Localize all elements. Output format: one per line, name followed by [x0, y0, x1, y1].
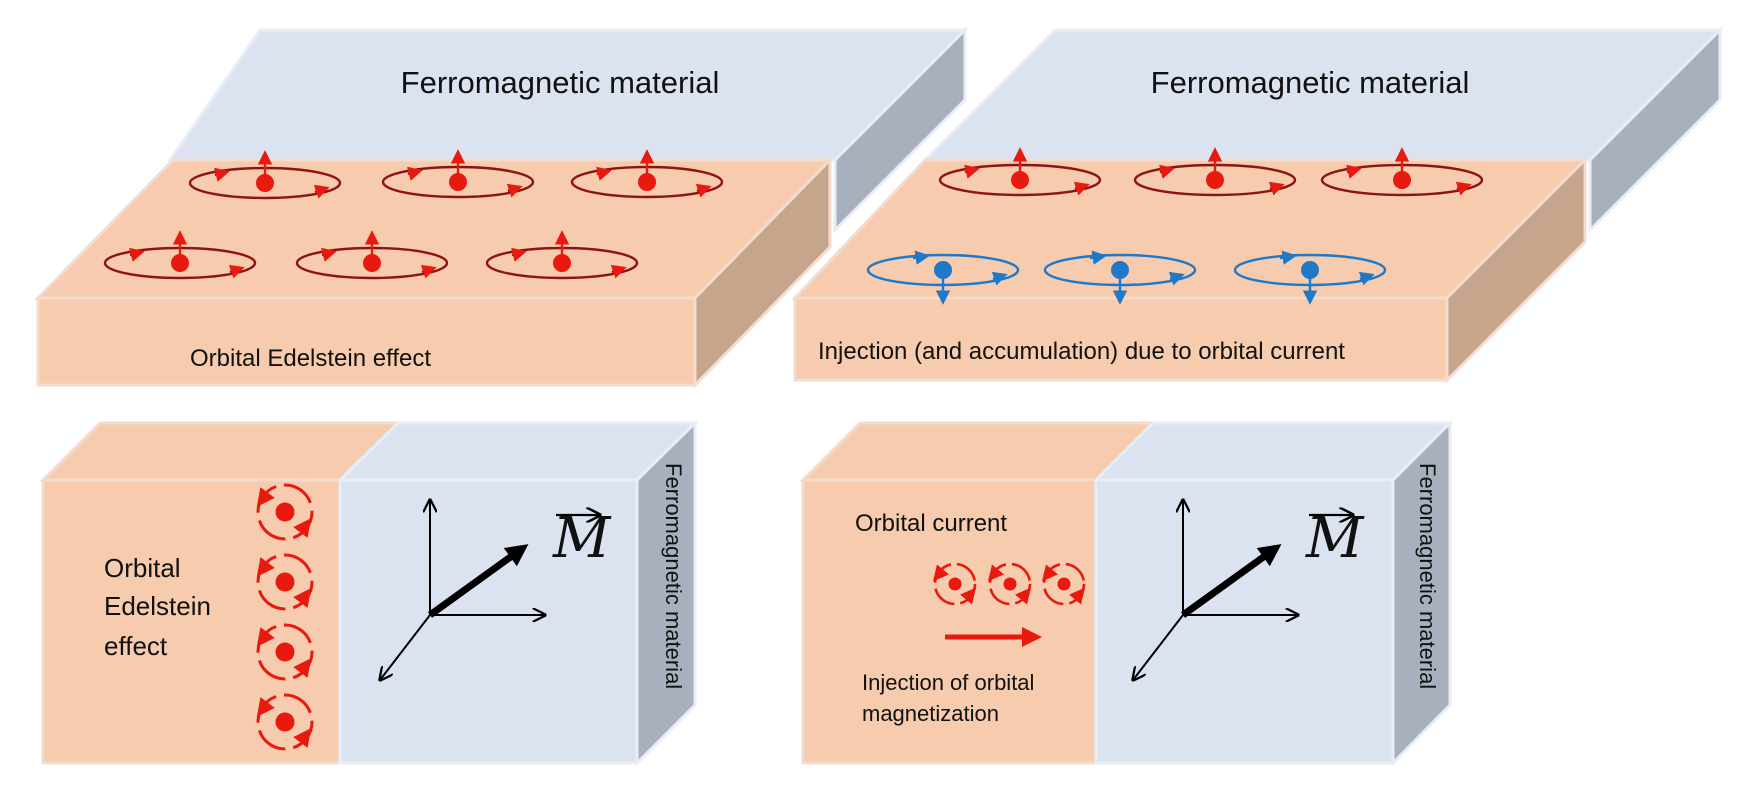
magnetization-vector	[1180, 544, 1282, 618]
orbital-moment	[866, 250, 1020, 305]
orbital-moment	[103, 230, 257, 280]
orbital-loop-icon	[256, 623, 314, 681]
ferromagnet-label: Ferromagnetic material	[1151, 65, 1470, 100]
orbital-moment	[1133, 147, 1297, 197]
svg-text:M: M	[1305, 506, 1365, 571]
orbital-moments-down	[866, 250, 1387, 305]
orbital-loop-icon	[988, 562, 1032, 606]
orbital-moment	[188, 150, 342, 200]
ferromagnet-slab	[167, 26, 969, 234]
orbital-moment	[570, 149, 724, 199]
ferromagnet-side-label: Ferromagnetic material	[1415, 463, 1440, 689]
orbital-moment	[1233, 250, 1387, 305]
coordinate-axes	[1133, 500, 1298, 680]
injection-orbital-label: Injection of orbital magnetization	[862, 670, 1041, 726]
orbital-moment	[938, 147, 1102, 197]
orbital-moment	[381, 149, 535, 199]
ferromagnet-right-side	[1391, 419, 1452, 767]
bottom-left-panel: Orbital Edelstein effect	[39, 419, 699, 767]
ferromagnet-label: Ferromagnetic material	[401, 65, 720, 100]
ferromagnet-front-face	[1094, 478, 1395, 765]
orbital-loop-icon	[256, 553, 314, 611]
ferromagnet-top-face	[1092, 421, 1454, 482]
edelstein-multiline-label: Orbital Edelstein effect	[104, 553, 218, 661]
orbital-current-label: Orbital current	[855, 510, 1007, 537]
top-right-panel: Ferromagnetic material Injection (and ac…	[791, 26, 1724, 384]
orbital-moment	[1043, 250, 1197, 305]
layer-right-side	[693, 156, 832, 389]
ferromagnet-right-side	[833, 26, 967, 234]
top-left-panel: Ferromagnetic material Orbital Edelstein…	[34, 26, 969, 389]
layer-top-face	[799, 421, 1157, 482]
orbital-moment	[295, 230, 449, 280]
edelstein-label: Orbital Edelstein effect	[190, 345, 431, 372]
orbital-loops-row	[933, 562, 1086, 606]
orbital-moments-up	[103, 149, 724, 280]
ferromagnet-front-face	[338, 478, 639, 765]
layer-top-face	[39, 421, 402, 482]
orbital-layer-slab	[34, 156, 834, 389]
layer-front-face	[41, 478, 342, 765]
orbital-loop-icon	[256, 693, 314, 751]
orbital-loops-column	[256, 483, 314, 751]
orbital-loop-icon	[933, 562, 977, 606]
ferromagnet-right-side	[1588, 26, 1722, 234]
injection-label: Injection (and accumulation) due to orbi…	[818, 338, 1345, 365]
bottom-right-panel: Orbital current Inject	[799, 419, 1454, 767]
ferromagnet-side-label: Ferromagnetic material	[661, 463, 686, 689]
magnetization-label: M	[1305, 506, 1365, 571]
layer-right-side	[1445, 156, 1587, 384]
magnetization-label: M	[552, 506, 612, 571]
ferromagnet-top-face	[336, 421, 699, 482]
magnetization-vector	[427, 544, 529, 618]
orbital-moments-up	[938, 147, 1484, 197]
coordinate-axes	[380, 500, 545, 680]
orbital-loop-icon	[256, 483, 314, 541]
ferromagnet-right-side	[635, 419, 697, 767]
orbital-loop-icon	[1042, 562, 1086, 606]
layer-front-face	[801, 478, 1098, 765]
orbital-moment	[485, 230, 639, 280]
ferromagnet-slab	[921, 26, 1724, 234]
orbital-moment	[1320, 147, 1484, 197]
svg-text:M: M	[552, 506, 612, 571]
